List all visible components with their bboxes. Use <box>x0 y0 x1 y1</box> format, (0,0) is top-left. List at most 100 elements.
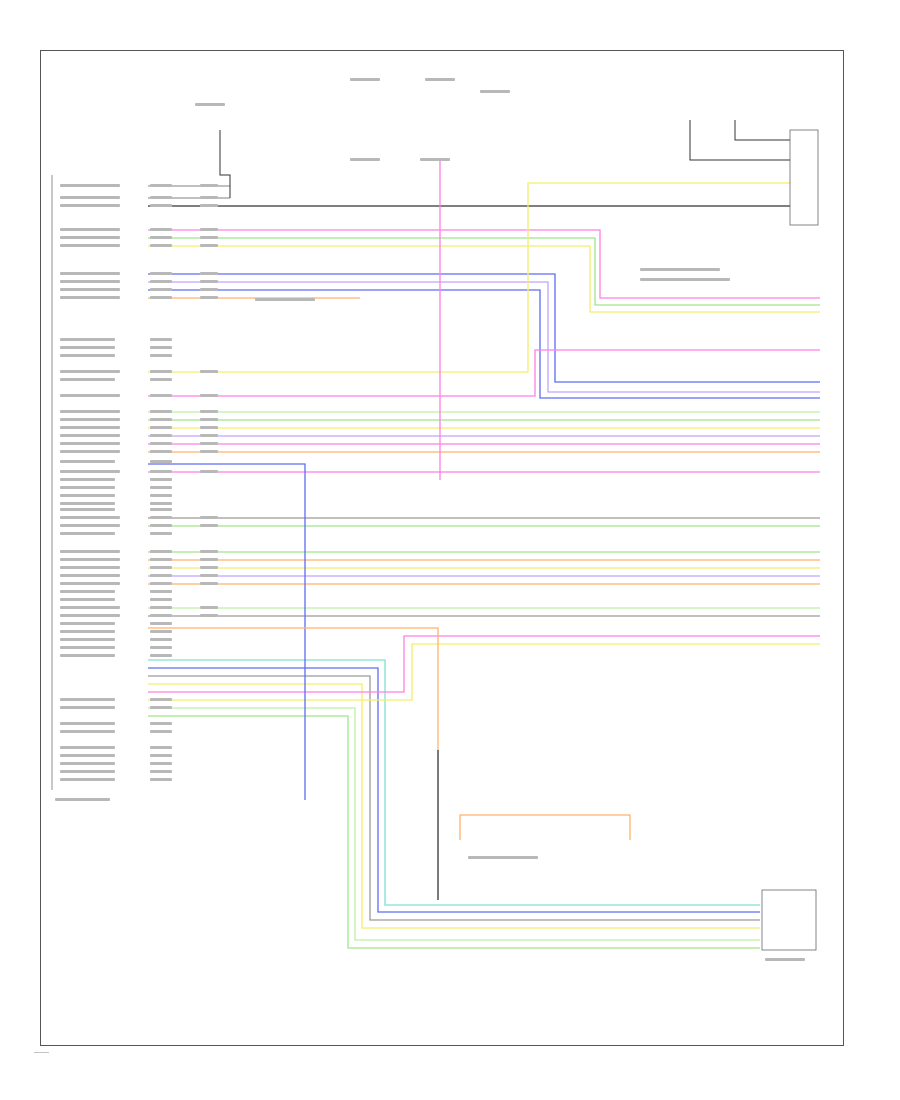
wire-color-label-1 <box>150 196 172 199</box>
wire-color-label-27 <box>150 614 172 617</box>
extra-pin-label-23 <box>60 754 115 757</box>
circuit-label-6 <box>200 272 218 275</box>
circuit-label-9 <box>200 296 218 299</box>
module-name-label <box>55 798 110 801</box>
circuit-label-2 <box>200 204 218 207</box>
wire-color-label-13 <box>150 418 172 421</box>
wire-row-7 <box>148 281 820 393</box>
extra-wire-label-18 <box>150 698 172 701</box>
wire-row-8 <box>148 289 820 399</box>
pin-label-3 <box>60 228 120 231</box>
circuit-label-23 <box>200 566 218 569</box>
extra-wire-label-14 <box>150 630 172 633</box>
circuit-label-20 <box>200 524 218 527</box>
extra-pin-label-0 <box>60 338 115 341</box>
extra-pin-label-26 <box>60 778 115 781</box>
wire-row-11 <box>148 349 820 397</box>
circuit-label-8 <box>200 288 218 291</box>
top-label-1 <box>425 78 455 81</box>
note-label-1 <box>255 298 315 301</box>
extra-wire-label-7 <box>150 494 172 497</box>
top-label-2 <box>480 90 510 93</box>
extra-wire-label-15 <box>150 638 172 641</box>
extra-wire-label-5 <box>150 478 172 481</box>
wire-color-label-2 <box>150 204 172 207</box>
extra-wire-label-4 <box>150 460 172 463</box>
wire-orange-vertical <box>148 627 439 750</box>
wire-color-label-3 <box>150 228 172 231</box>
pin-label-10 <box>60 370 120 373</box>
pin-label-19 <box>60 516 120 519</box>
pin-label-20 <box>60 524 120 527</box>
pin-label-9 <box>60 296 120 299</box>
pin-label-5 <box>60 244 120 247</box>
circuit-label-19 <box>200 516 218 519</box>
wire-color-label-17 <box>150 450 172 453</box>
extra-pin-label-9 <box>60 508 115 511</box>
extra-pin-label-6 <box>60 486 115 489</box>
extra-pin-label-10 <box>60 532 115 535</box>
splice-label <box>640 268 720 271</box>
extra-pin-label-8 <box>60 502 115 505</box>
wire-color-label-14 <box>150 426 172 429</box>
circuit-label-12 <box>200 410 218 413</box>
pin-label-4 <box>60 236 120 239</box>
wire-color-label-6 <box>150 272 172 275</box>
pin-label-12 <box>60 410 120 413</box>
extra-wire-label-23 <box>150 754 172 757</box>
top-label-5 <box>195 103 225 106</box>
diagram-frame <box>40 50 844 1046</box>
extra-pin-label-17 <box>60 654 115 657</box>
pin-label-18 <box>60 470 120 473</box>
wire-color-label-18 <box>150 470 172 473</box>
wire-green-bottom <box>148 707 760 941</box>
wire-cyan-bottom <box>148 659 760 906</box>
extra-wire-label-19 <box>150 706 172 709</box>
pin-label-11 <box>60 394 120 397</box>
wire-color-label-26 <box>150 606 172 609</box>
extra-wire-label-9 <box>150 508 172 511</box>
extra-pin-label-25 <box>60 770 115 773</box>
circuit-label-5 <box>200 244 218 247</box>
wire-color-label-10 <box>150 370 172 373</box>
circuit-label-3 <box>200 228 218 231</box>
wire-color-label-20 <box>150 524 172 527</box>
pin-label-15 <box>60 434 120 437</box>
pin-label-7 <box>60 280 120 283</box>
wire-color-label-5 <box>150 244 172 247</box>
circuit-label-16 <box>200 442 218 445</box>
extra-wire-label-8 <box>150 502 172 505</box>
wire-color-label-19 <box>150 516 172 519</box>
wire-color-label-0 <box>150 184 172 187</box>
wire-color-label-4 <box>150 236 172 239</box>
circuit-label-21 <box>200 550 218 553</box>
wire-color-label-24 <box>150 574 172 577</box>
wire-row-6 <box>148 273 820 383</box>
wire-color-label-12 <box>150 410 172 413</box>
extra-pin-label-5 <box>60 478 115 481</box>
pin-label-14 <box>60 426 120 429</box>
extra-wire-label-2 <box>150 354 172 357</box>
wire-color-label-16 <box>150 442 172 445</box>
extra-pin-label-21 <box>60 730 115 733</box>
extra-pin-label-2 <box>60 354 115 357</box>
wire-row-4 <box>148 237 820 306</box>
circuit-label-13 <box>200 418 218 421</box>
extra-pin-label-16 <box>60 646 115 649</box>
extra-pin-label-13 <box>60 622 115 625</box>
extra-pin-label-3 <box>60 378 115 381</box>
circuit-label-17 <box>200 450 218 453</box>
wire-color-label-9 <box>150 296 172 299</box>
circuit-label-4 <box>200 236 218 239</box>
wire-yellow-right <box>148 643 820 701</box>
extra-wire-label-1 <box>150 346 172 349</box>
circuit-label-18 <box>200 470 218 473</box>
pin-label-21 <box>60 550 120 553</box>
extra-wire-label-6 <box>150 486 172 489</box>
pin-label-24 <box>60 574 120 577</box>
pin-label-8 <box>60 288 120 291</box>
extra-wire-label-25 <box>150 770 172 773</box>
circuit-label-10 <box>200 370 218 373</box>
extra-wire-label-22 <box>150 746 172 749</box>
